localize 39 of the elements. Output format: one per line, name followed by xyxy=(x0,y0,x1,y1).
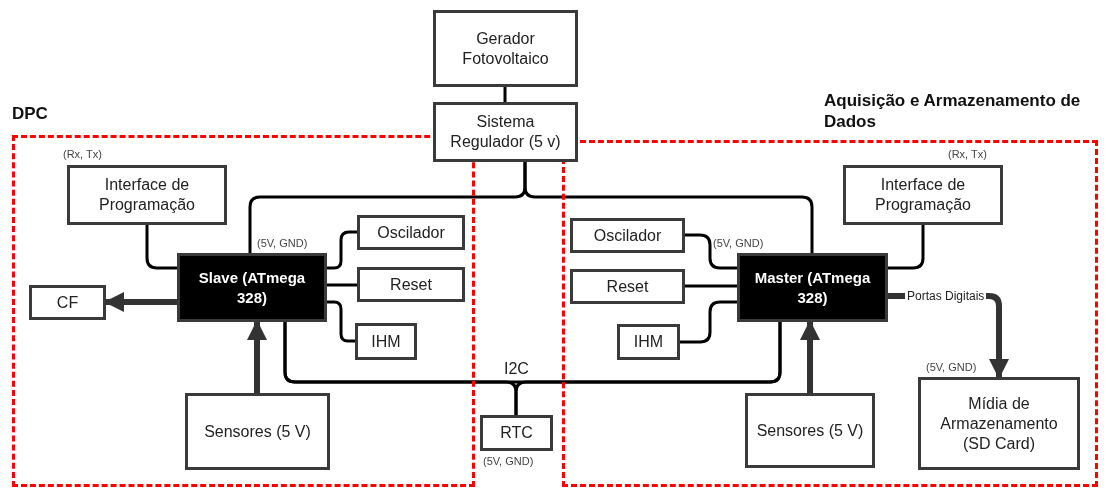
block-arrow xyxy=(800,320,820,393)
block-label: Sensores (5 V) xyxy=(203,421,312,442)
block-label: Slave (ATmega 328) xyxy=(197,267,307,308)
block-label: RTC xyxy=(499,423,534,443)
connector-line xyxy=(680,300,737,344)
block-label: Mídia de Armazenamento (SD Card) xyxy=(939,393,1059,454)
block-arrow xyxy=(247,320,267,393)
connector-line xyxy=(685,233,737,270)
pin-note: (5V, GND) xyxy=(926,361,977,373)
block-label: Interface de Programação xyxy=(97,175,196,215)
connector-line xyxy=(327,283,357,287)
pin-note: (Rx, Tx) xyxy=(948,148,987,160)
connector-line xyxy=(523,162,814,253)
block-label: Master (ATmega 328) xyxy=(753,267,872,308)
block-label: Sensores (5 V) xyxy=(755,420,865,441)
connector-line xyxy=(145,225,177,270)
block-label: Sistema Regulador (5 v) xyxy=(449,112,562,152)
block-label: Interface de Programação xyxy=(873,175,972,215)
block-label: Gerador Fotovoltaico xyxy=(461,28,550,69)
pin-note: (5V, GND) xyxy=(483,455,534,467)
region-title: DPC xyxy=(12,103,49,124)
connector-line xyxy=(514,322,782,415)
connector-line xyxy=(888,225,925,270)
pin-note: (5V, GND) xyxy=(713,237,764,249)
connector-line xyxy=(685,284,737,288)
pin-note: (Rx, Tx) xyxy=(63,148,102,160)
block-label: CF xyxy=(55,292,80,313)
region-title: Aquisição e Armazenamento de Dados xyxy=(824,90,1082,132)
connector-line xyxy=(503,87,507,102)
block-label: IHM xyxy=(632,332,665,352)
connector-line xyxy=(327,230,357,270)
block-label: Reset xyxy=(605,276,650,297)
block-label: IHM xyxy=(370,331,402,352)
connector-line xyxy=(327,300,355,343)
block-label: Reset xyxy=(389,274,433,295)
pin-note: (5V, GND) xyxy=(257,237,308,249)
block-label: Oscilador xyxy=(592,225,663,246)
block-arrow xyxy=(104,292,177,312)
block-label: Oscilador xyxy=(376,222,446,243)
